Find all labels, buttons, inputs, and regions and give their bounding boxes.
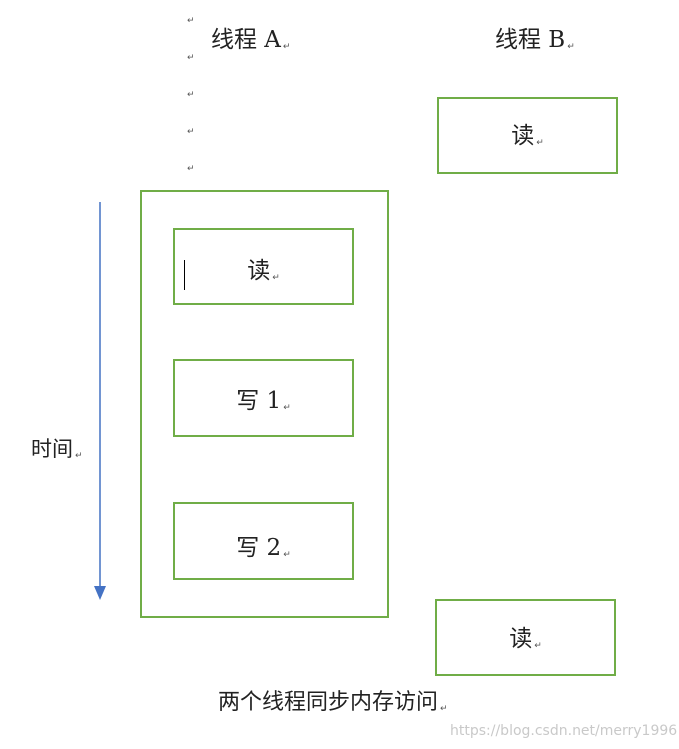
paragraph-mark: ↵ <box>187 16 195 26</box>
time-axis-label: 时间↵ <box>31 439 83 461</box>
return-mark: ↵ <box>283 403 291 413</box>
thread-b-read-label-bottom: 读 <box>509 626 533 652</box>
paragraph-mark: ↵ <box>187 53 195 63</box>
return-mark: ↵ <box>567 42 575 52</box>
thread-a-title: 线程 A <box>211 27 281 53</box>
caption-text: 两个线程同步内存访问 <box>218 690 439 715</box>
thread-a-write2-label: 写 2 <box>236 535 282 561</box>
time-label-text: 时间 <box>31 437 73 461</box>
thread-b-read-label: 读 <box>511 123 535 149</box>
thread-a-write2-box: 写 2↵ <box>173 502 354 580</box>
paragraph-mark: ↵ <box>187 127 195 137</box>
watermark: https://blog.csdn.net/merry1996 <box>450 723 678 739</box>
thread-a-read-box: 读↵ <box>173 228 354 305</box>
return-mark: ↵ <box>283 550 291 560</box>
thread-a-read-label: 读 <box>247 258 271 284</box>
return-mark: ↵ <box>282 42 291 52</box>
thread-b-read-box-bottom: 读↵ <box>435 599 616 676</box>
text-cursor <box>184 260 185 290</box>
thread-a-write1-box: 写 1↵ <box>173 359 354 437</box>
paragraph-mark: ↵ <box>187 164 195 174</box>
thread-a-write1-label: 写 1 <box>236 388 282 414</box>
thread-b-header: 线程 B↵ <box>495 29 575 52</box>
paragraph-mark: ↵ <box>187 90 195 100</box>
thread-b-read-box-top: 读↵ <box>437 97 618 174</box>
return-mark: ↵ <box>534 641 542 651</box>
return-mark: ↵ <box>536 138 544 148</box>
return-mark: ↵ <box>75 451 83 461</box>
time-arrow-head <box>94 586 106 600</box>
diagram-caption: 两个线程同步内存访问↵ <box>218 692 448 714</box>
return-mark: ↵ <box>272 273 280 283</box>
return-mark: ↵ <box>440 704 448 714</box>
thread-a-header: 线程 A↵ <box>211 29 290 52</box>
time-arrow <box>94 202 106 600</box>
thread-b-title: 线程 B <box>495 27 566 53</box>
